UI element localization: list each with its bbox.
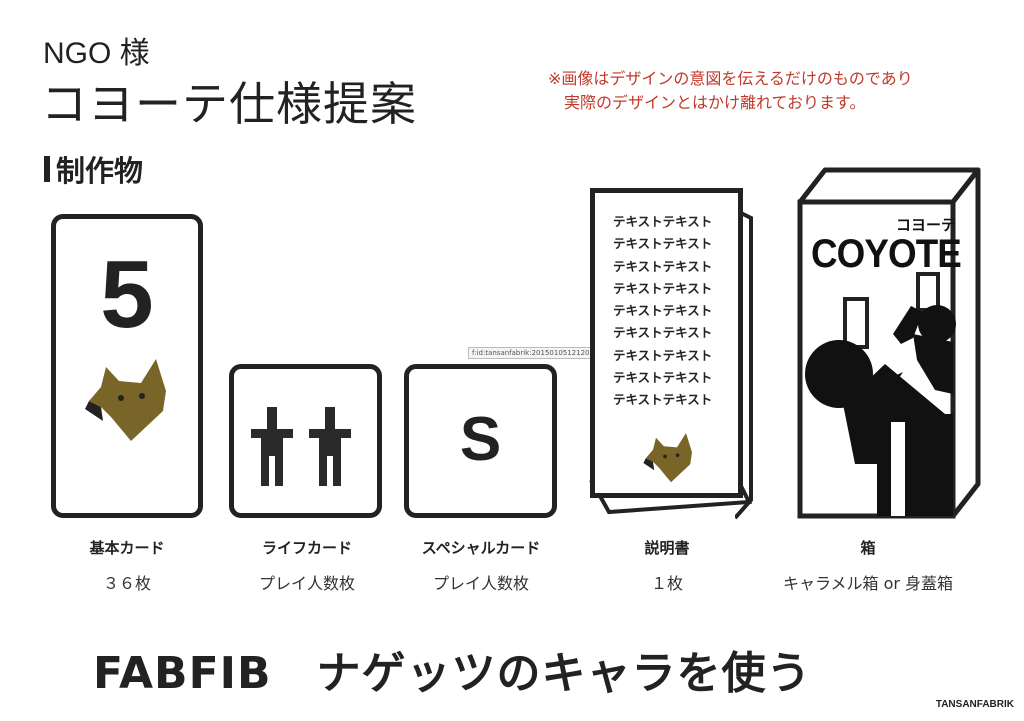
item-label: ライフカード bbox=[261, 539, 352, 557]
item-quantity: キャラメル箱 or 身蓋箱 bbox=[782, 574, 954, 593]
document-title: コヨーテ仕様提案 bbox=[41, 77, 417, 131]
manual-text-line: テキストテキスト bbox=[613, 325, 713, 341]
box-illustration bbox=[797, 167, 981, 519]
item-label: 説明書 bbox=[644, 539, 690, 557]
coyote-silhouette-icon bbox=[805, 272, 956, 516]
box-title-jp: コヨーテ bbox=[896, 216, 957, 234]
section-heading: 制作物 bbox=[44, 148, 143, 190]
footer-brand: TANSANFABRIK bbox=[935, 699, 1014, 710]
disclaimer-note: ※画像はデザインの意図を伝えるだけのものであり 実際のデザインとはかけ離れており… bbox=[548, 69, 913, 112]
headline: FABFIB ナゲッツのキャラを使う bbox=[93, 648, 812, 699]
item-quantity: プレイ人数枚 bbox=[432, 574, 529, 593]
section-marker bbox=[44, 156, 50, 182]
item-label: 基本カード bbox=[89, 539, 165, 557]
manual-text-line: テキストテキスト bbox=[613, 303, 713, 319]
client-name: NGO 様 bbox=[43, 37, 150, 70]
manual-text-line: テキストテキスト bbox=[613, 370, 713, 386]
manual-back-page bbox=[735, 208, 753, 520]
manual-text-block: テキストテキスト テキストテキスト テキストテキスト テキストテキスト テキスト… bbox=[613, 211, 712, 412]
fox-head-icon bbox=[643, 433, 692, 483]
image-id-tooltip: f:id:tansanfabrik:20150105121208p:plain bbox=[468, 347, 622, 359]
item-label: 箱 bbox=[860, 539, 876, 557]
manual-illustration: テキストテキスト テキストテキスト テキストテキスト テキストテキスト テキスト… bbox=[590, 188, 743, 498]
special-card-illustration: S bbox=[404, 364, 557, 518]
manual-text-line: テキストテキスト bbox=[613, 214, 713, 229]
card-number: 5 bbox=[100, 241, 154, 348]
manual-text-line: テキストテキスト bbox=[613, 392, 713, 408]
section-heading-text: 制作物 bbox=[56, 154, 144, 188]
item-quantity: プレイ人数枚 bbox=[258, 574, 355, 593]
item-label: スペシャルカード bbox=[421, 539, 541, 557]
fox-head-icon bbox=[85, 359, 166, 441]
life-card-illustration bbox=[229, 364, 382, 518]
card-symbol: S bbox=[459, 405, 502, 474]
item-quantity: １枚 bbox=[650, 574, 683, 593]
box-title-en: COYOTE bbox=[811, 232, 962, 276]
manual-text-line: テキストテキスト bbox=[613, 347, 713, 363]
basic-card-illustration: 5 bbox=[51, 214, 203, 518]
life-figure-icon bbox=[251, 407, 351, 486]
manual-text-line: テキストテキスト bbox=[613, 280, 713, 296]
item-quantity: ３６枚 bbox=[102, 574, 151, 593]
manual-text-line: テキストテキスト bbox=[613, 258, 713, 274]
manual-text-line: テキストテキスト bbox=[613, 236, 713, 252]
